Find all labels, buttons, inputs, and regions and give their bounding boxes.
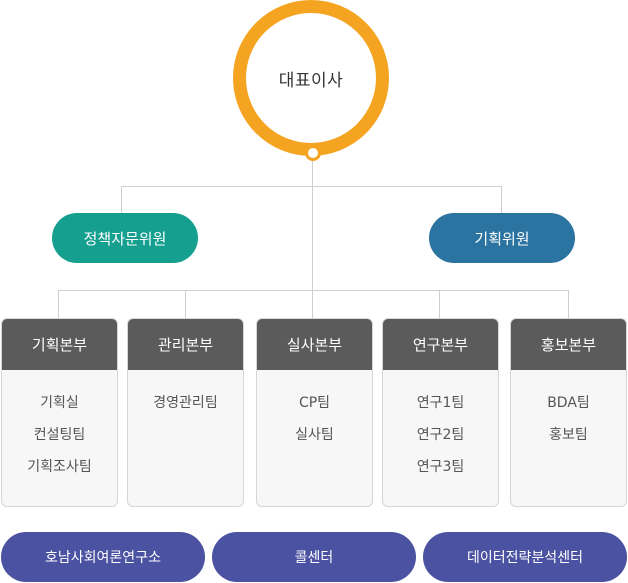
institute-data-strategy: 데이터전략분석센터	[423, 532, 627, 582]
institute-label: 데이터전략분석센터	[467, 550, 583, 566]
committee-label: 정책자문위원	[83, 229, 167, 248]
division-fieldwork: 실사본부 CP팀 실사팀	[256, 318, 373, 507]
team-item: 실사팀	[295, 427, 334, 443]
division-title: 관리본부	[128, 319, 243, 370]
division-planning: 기획본부 기획실 컨설팅팀 기획조사팀	[1, 318, 118, 507]
division-title: 기획본부	[2, 319, 117, 370]
committee-policy-advisory: 정책자문위원	[52, 213, 198, 263]
committee-planning: 기획위원	[429, 213, 575, 263]
team-item: 연구3팀	[416, 459, 465, 475]
institute-honam-opinion: 호남사회여론연구소	[1, 532, 205, 582]
ceo-node: 대표이사	[233, 0, 389, 156]
team-item: 연구1팀	[416, 395, 465, 411]
institute-label: 호남사회여론연구소	[45, 550, 161, 566]
division-title: 연구본부	[383, 319, 498, 370]
committee-label: 기획위원	[474, 229, 530, 248]
team-item: 경영관리팀	[153, 395, 218, 411]
institute-call-center: 콜센터	[212, 532, 416, 582]
division-title: 홍보본부	[511, 319, 626, 370]
team-item: 컨설팅팀	[33, 427, 86, 443]
team-item: 기획조사팀	[27, 459, 92, 475]
ceo-label: 대표이사	[278, 70, 344, 91]
team-item: 연구2팀	[416, 427, 465, 443]
team-item: BDA팀	[547, 395, 590, 411]
division-title: 실사본부	[257, 319, 372, 370]
institute-label: 콜센터	[294, 550, 334, 566]
team-item: CP팀	[298, 395, 331, 411]
team-item: 홍보팀	[549, 427, 588, 443]
division-management: 관리본부 경영관리팀	[127, 318, 244, 507]
division-pr: 홍보본부 BDA팀 홍보팀	[510, 318, 627, 507]
team-item: 기획실	[40, 395, 79, 411]
ceo-connector-dot	[305, 145, 321, 161]
division-research: 연구본부 연구1팀 연구2팀 연구3팀	[382, 318, 499, 507]
